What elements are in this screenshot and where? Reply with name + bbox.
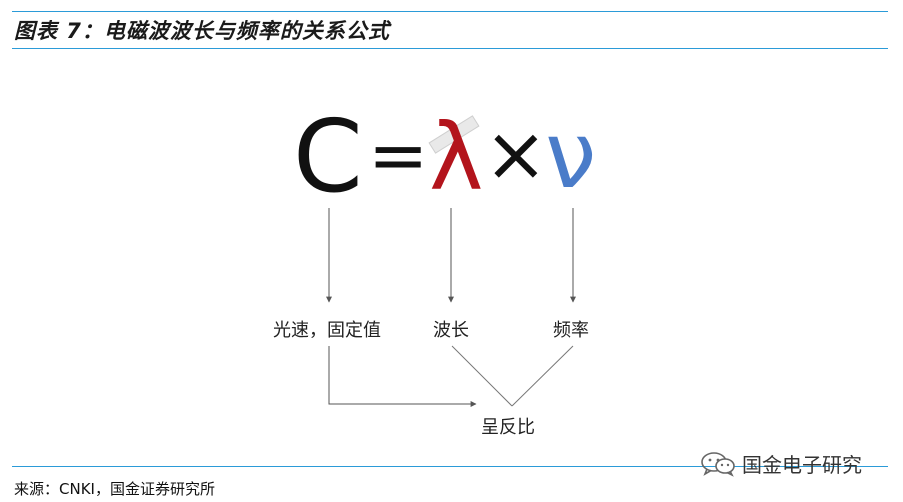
label-wavelength: 波长 [433,320,469,341]
connector-nu-to-relation [511,345,574,407]
source-note: 来源：CNKI，国金证券研究所 [14,480,215,498]
symbol-lambda: λ [429,104,484,211]
figure-title: 图表 7：电磁波波长与频率的关系公式 [14,19,390,43]
label-frequency: 频率 [553,320,589,341]
symbol-c: C [293,98,363,215]
connector-lambda-to-relation [451,345,513,407]
symbol-times: × [484,109,548,198]
label-inverse-relation: 呈反比 [481,417,535,438]
symbol-nu: ν [545,102,597,209]
bottom-rule [12,466,888,467]
connector-c-to-relation [328,346,477,407]
title-rule [12,48,888,49]
watermark-text: 国金电子研究 [742,453,862,477]
watermark: 国金电子研究 [700,449,862,478]
label-speed-of-light: 光速，固定值 [273,320,381,341]
top-rule [12,11,888,12]
wechat-icon [701,451,735,477]
symbol-equals: = [368,113,429,197]
